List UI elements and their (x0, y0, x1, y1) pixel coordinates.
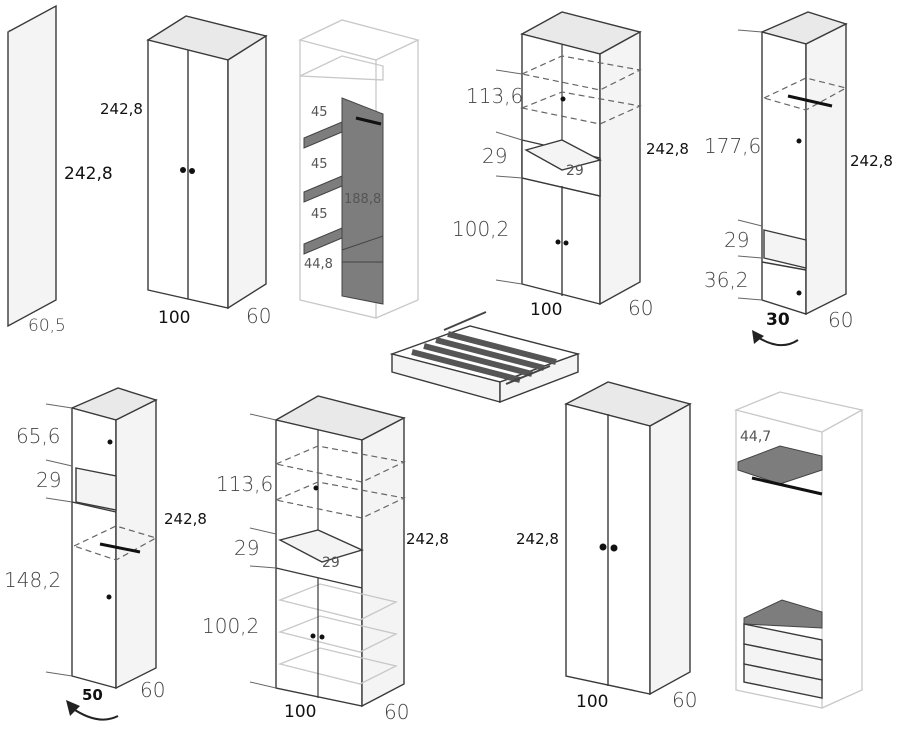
w3-width-label: 30 (766, 310, 790, 330)
w3-depth-label: 60 (828, 308, 854, 332)
wardrobe-2-doors-2 (564, 381, 692, 696)
w1-depth-label: 60 (246, 304, 272, 328)
int1-side-label: 188,8 (344, 192, 382, 207)
int1-shelf-a: 45 (311, 105, 328, 120)
wardrobe-narrow-niche (45, 387, 158, 721)
panel-height-label: 242,8 (64, 164, 113, 184)
interior-view-drawers (733, 391, 864, 709)
w2-depth-label: 60 (628, 296, 654, 320)
hanging-rail-icon (751, 476, 823, 496)
hanging-rail-icon (787, 94, 833, 108)
rotate-arrow-icon (752, 330, 764, 344)
wardrobe-glass-niche (495, 11, 643, 306)
w3-top-label: 177,6 (704, 134, 762, 158)
hanging-rail-icon (99, 542, 141, 554)
panel-depth-label: 60,5 (28, 316, 66, 336)
pullout-tray (389, 311, 581, 404)
wardrobe-2-doors-1 (146, 15, 268, 310)
w3-niche-label: 29 (724, 228, 750, 252)
wardrobe-glass-drawers (249, 395, 406, 708)
w2-niche-label: 29 (482, 144, 508, 168)
w5-niche-label: 29 (234, 536, 260, 560)
knob-icon (189, 168, 195, 174)
side-panel (7, 4, 57, 328)
w2-bottom-label: 100,2 (452, 217, 510, 241)
w6-depth-label: 60 (672, 688, 698, 712)
w2-height-label: 242,8 (646, 140, 689, 158)
w6-width-label: 100 (576, 692, 609, 712)
interior-view-shelves (298, 19, 420, 319)
w5-bottom-label: 100,2 (202, 614, 260, 638)
w1-height-label: 242,8 (100, 100, 143, 118)
int1-shelf-c: 45 (311, 207, 328, 222)
int1-shelf-b: 45 (311, 157, 328, 172)
rotate-arrow-icon (66, 700, 80, 716)
wardrobe-narrow-drawer (737, 11, 848, 347)
w6-height-label: 242,8 (516, 530, 559, 548)
int1-shelf-d: 44,8 (304, 257, 333, 272)
w5-height-label: 242,8 (406, 530, 449, 548)
w2-top-label: 113,6 (466, 84, 524, 108)
w4-height-label: 242,8 (164, 510, 207, 528)
w4-niche-label: 29 (36, 468, 62, 492)
int2-shelf-label: 44,7 (740, 429, 772, 445)
w4-top-label: 65,6 (16, 424, 61, 448)
w4-bottom-label: 148,2 (4, 568, 62, 592)
knob-icon (180, 167, 186, 173)
w5-depth-label: 60 (384, 700, 410, 724)
w2-width-label: 100 (530, 300, 563, 320)
w3-drawer-label: 36,2 (704, 268, 749, 292)
w1-width-label: 100 (158, 308, 191, 328)
w5-niche-inner-label: 29 (322, 555, 340, 571)
knob-icon (610, 544, 618, 552)
w4-width-label: 50 (82, 686, 103, 704)
hanging-rail-icon (355, 116, 382, 126)
w4-depth-label: 60 (140, 678, 166, 702)
w5-width-label: 100 (284, 702, 317, 722)
w5-top-label: 113,6 (216, 472, 274, 496)
w2-niche-inner-label: 29 (566, 163, 584, 179)
w3-height-label: 242,8 (850, 152, 893, 170)
knob-icon (599, 543, 607, 551)
